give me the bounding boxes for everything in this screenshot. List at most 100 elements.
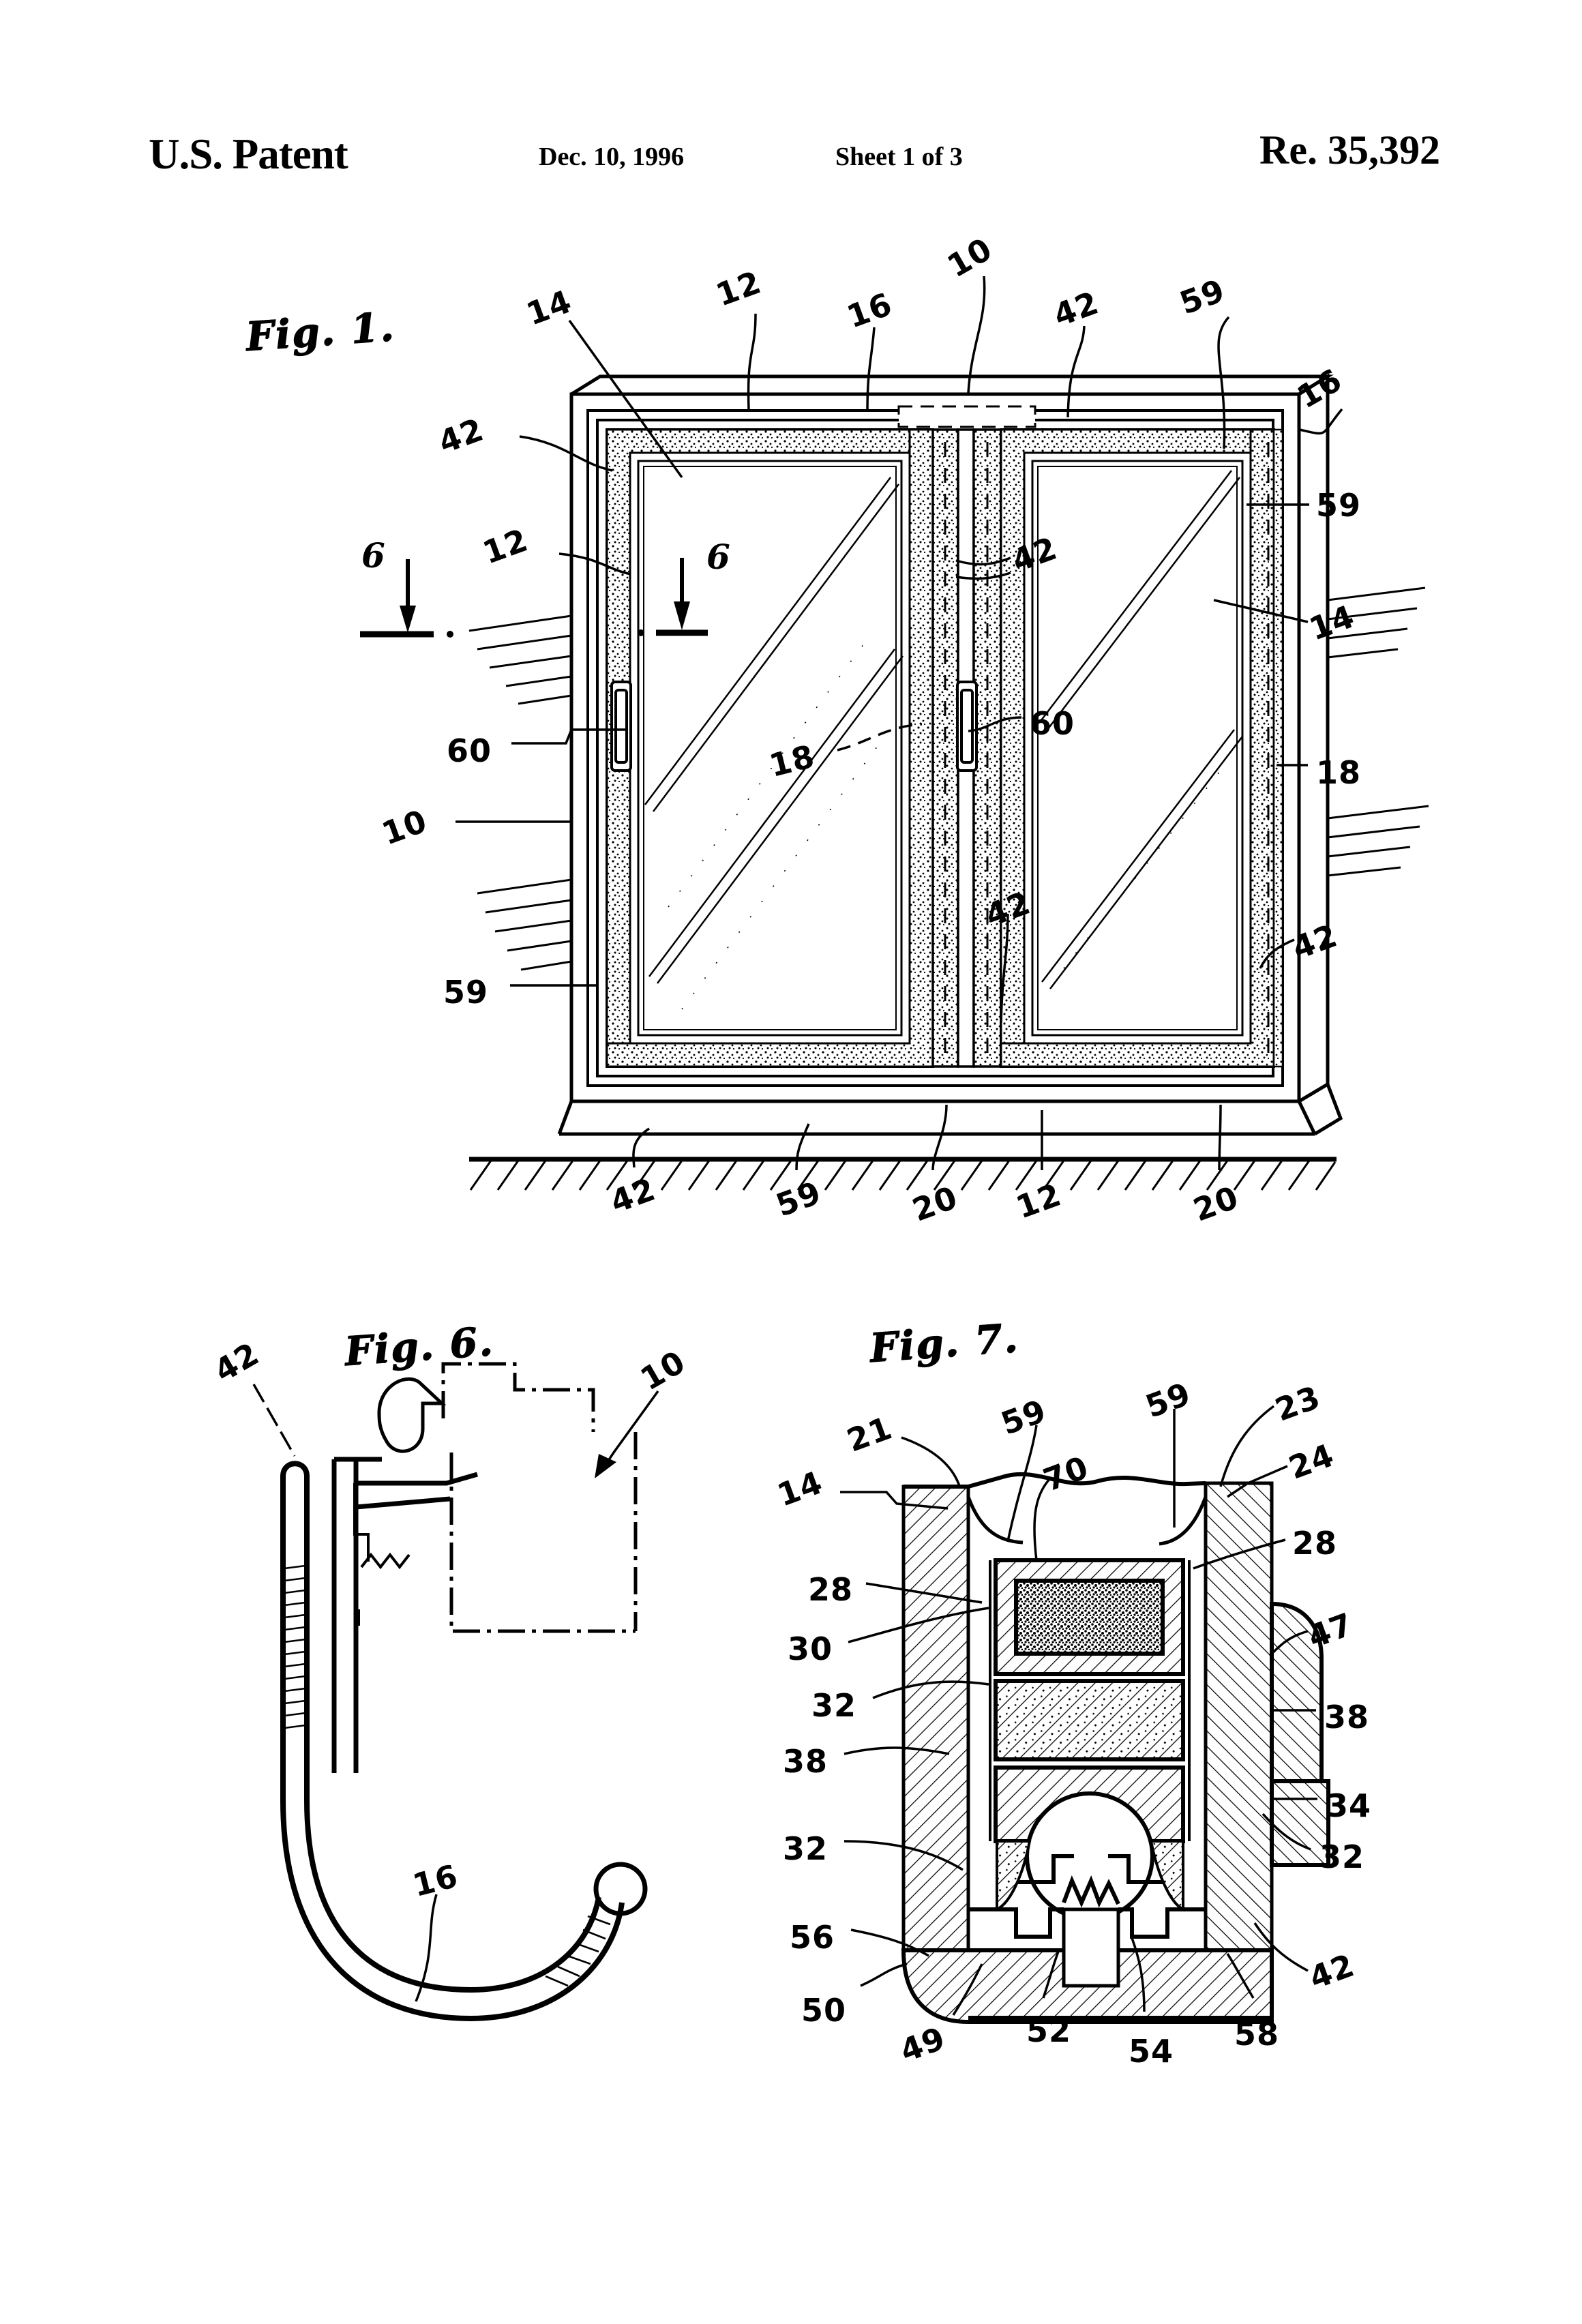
fig7-pocket-right xyxy=(1159,1496,1208,1546)
patent-header: U.S. Patent Dec. 10, 1996 Sheet 1 of 3 R… xyxy=(0,128,1582,191)
fig1-callout-18-right: 18 xyxy=(1316,754,1362,791)
fig1-right-sash xyxy=(1000,428,1284,1068)
fig6-title: Fig. 6. xyxy=(342,1317,495,1375)
fig6-drawing xyxy=(252,1362,659,2022)
fig7-drawing xyxy=(840,1405,1330,2024)
fig7-roller-34 xyxy=(1025,1791,1154,1921)
fig7-core-30 xyxy=(1014,1579,1165,1656)
fig7-callout-14: 14 xyxy=(772,1463,828,1514)
fig1-left-glass-reflection xyxy=(644,477,904,984)
fig7-seal-lines xyxy=(967,1483,1207,1909)
fig7-callout-32-left: 32 xyxy=(811,1687,857,1724)
fig1-callout-10-left: 10 xyxy=(376,802,432,852)
fig1-ground-line xyxy=(469,1157,1337,1191)
fig7-right-jamb xyxy=(1204,1481,1274,1952)
fig7-callout-21: 21 xyxy=(841,1409,897,1459)
fig1-section-arrow-inner xyxy=(638,558,708,636)
fig1-callout-59-bottom: 59 xyxy=(771,1174,826,1224)
fig1-callout-42-left: 42 xyxy=(433,411,489,461)
fig7-callout-23: 23 xyxy=(1270,1378,1326,1429)
fig7-callout-70: 70 xyxy=(1038,1448,1094,1499)
fig7-sill-50 xyxy=(901,1948,1274,2024)
fig6-callout-16: 16 xyxy=(408,1857,462,1904)
fig7-callout-34: 34 xyxy=(1326,1787,1372,1824)
fig1-callout-20-bottom2: 20 xyxy=(1188,1178,1244,1229)
fig7-callout-56: 56 xyxy=(790,1919,835,1956)
patent-number: Re. 35,392 xyxy=(1259,128,1440,173)
fig1-center-mullion xyxy=(897,405,1036,1068)
fig1-drawing xyxy=(360,275,1429,1191)
fig1-callout-14-right: 14 xyxy=(1304,597,1360,648)
fig7-callout-59-left: 59 xyxy=(996,1392,1051,1442)
fig1-inner-frame xyxy=(586,409,1284,1087)
fig1-callout-59-left: 59 xyxy=(443,974,489,1011)
patent-date: Dec. 10, 1996 xyxy=(539,143,685,171)
sheet-number: Sheet 1 of 3 xyxy=(835,143,963,171)
fig7-callout-24: 24 xyxy=(1283,1436,1339,1487)
fig7-callout-50: 50 xyxy=(801,1992,847,2029)
fig6-callout-42: 42 xyxy=(208,1335,266,1390)
fig7-block-32 xyxy=(994,1679,1185,1761)
fig1-callout-42-mid: 42 xyxy=(1006,529,1062,580)
fig7-callout-32-right: 32 xyxy=(1319,1838,1365,1875)
fig6-phantom-body xyxy=(441,1362,638,1633)
fig7-block-38 xyxy=(994,1766,1185,1843)
fig7-pocket-left xyxy=(966,1496,1024,1545)
fig7-callout-38-right: 38 xyxy=(1324,1699,1370,1735)
fig1-section-mark-6-outer: 6 xyxy=(361,535,386,576)
fig7-callout-52: 52 xyxy=(1026,2012,1072,2049)
fig7-callout-47: 47 xyxy=(1302,1605,1358,1656)
fig7-fillet-right xyxy=(1149,1840,1184,1912)
fig1-callout-16-right: 16 xyxy=(1291,361,1349,416)
fig1-callout-12-bottom: 12 xyxy=(1011,1176,1066,1226)
fig7-interlock-teeth xyxy=(968,1854,1206,1939)
fig1-callout-42-lower: 42 xyxy=(980,884,1036,934)
fig1-title: Fig. 1. xyxy=(243,303,396,360)
fig7-callout-28-right: 28 xyxy=(1292,1525,1338,1562)
patent-office-title: U.S. Patent xyxy=(149,130,348,178)
fig7-callout-59-right: 59 xyxy=(1140,1375,1196,1425)
fig1-callout-60-left: 60 xyxy=(447,732,492,769)
fig7-callout-38-left: 38 xyxy=(783,1743,829,1780)
fig6-spring-symbol xyxy=(353,1483,411,1626)
fig1-wall-hatch-left xyxy=(468,614,572,971)
fig7-left-jamb xyxy=(901,1485,970,1952)
fig6-callout-10: 10 xyxy=(634,1343,692,1398)
fig1-callout-12-top: 12 xyxy=(711,263,766,314)
fig7-callout-28-left: 28 xyxy=(808,1571,854,1608)
fig1-callout-18-mid: 18 xyxy=(765,737,819,784)
fig7-leader-lines xyxy=(840,1405,1317,2016)
fig6-hook-profile xyxy=(280,1461,625,2022)
fig1-left-glass-sparkle xyxy=(668,640,880,1010)
fig7-center-post-52 xyxy=(1062,1907,1120,1988)
fig7-callout-54: 54 xyxy=(1129,2033,1174,2070)
fig6-extrusion-outline xyxy=(331,1457,478,1773)
fig1-callout-20-bottom: 20 xyxy=(907,1178,963,1229)
fig1-handle-left xyxy=(610,681,632,772)
fig1-callout-14-top: 14 xyxy=(521,282,577,333)
fig1-callout-42-bottom: 42 xyxy=(605,1170,661,1221)
fig1-callout-12-left: 12 xyxy=(477,521,533,571)
fig1-section-mark-6-inner: 6 xyxy=(706,537,731,577)
fig7-callout-30: 30 xyxy=(788,1630,833,1667)
fig7-fillet-left xyxy=(996,1840,1032,1912)
fig1-right-glass-sparkle xyxy=(1063,770,1221,969)
fig1-leader-lines xyxy=(456,275,1343,1171)
fig6-hook-bulb xyxy=(593,1862,648,1916)
fig7-callout-32-left2: 32 xyxy=(783,1830,829,1867)
fig6-hook-hatch xyxy=(284,1564,611,1987)
fig7-callout-42: 42 xyxy=(1304,1946,1360,1997)
fig1-handle-right xyxy=(956,681,978,772)
fig1-callout-10-top: 10 xyxy=(941,230,999,285)
fig1-callout-16-top: 16 xyxy=(841,285,897,336)
fig7-glazing-sleeve xyxy=(994,1558,1185,1676)
fig7-title: Fig. 7. xyxy=(867,1314,1020,1371)
fig1-callout-59-top: 59 xyxy=(1174,271,1230,322)
fig6-leader-lines xyxy=(252,1384,659,2002)
fig1-callout-42-lowerright: 42 xyxy=(1287,917,1343,967)
fig1-callout-60-right: 60 xyxy=(1030,705,1075,742)
fig1-outer-frame xyxy=(557,373,1343,1136)
fig6-interlock-arrow xyxy=(377,1377,447,1453)
fig7-callout-49: 49 xyxy=(895,2019,951,2070)
